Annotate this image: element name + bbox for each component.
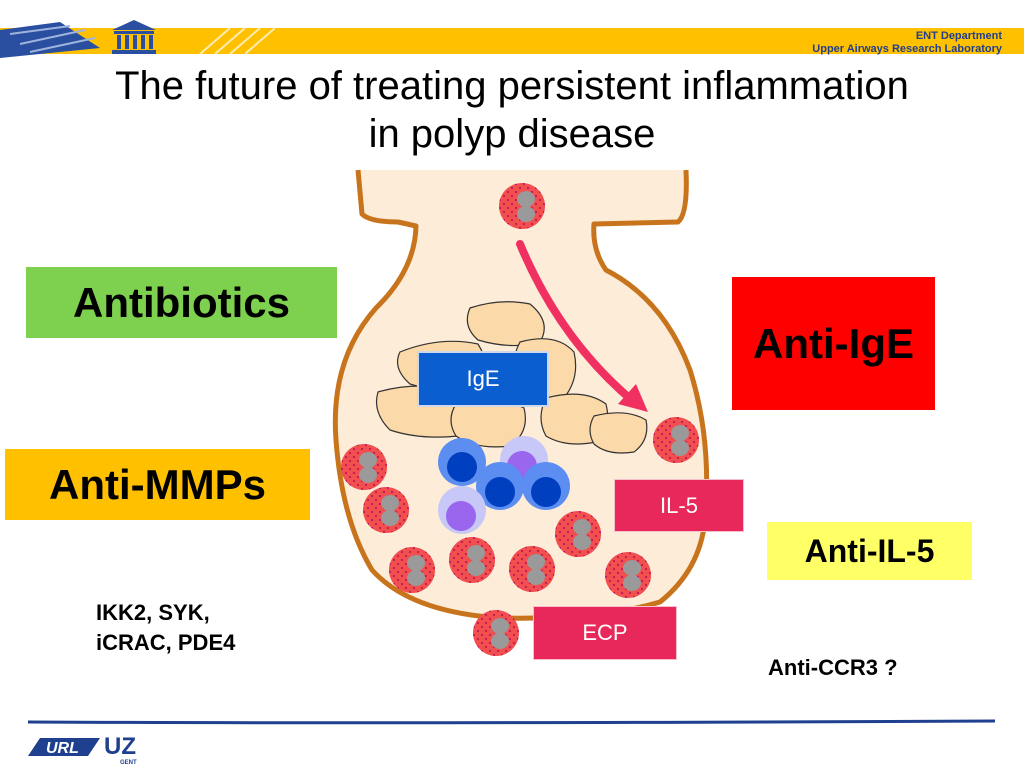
eosinophil	[449, 537, 495, 583]
uz-logo-text: UZ	[104, 733, 136, 760]
slide-title: The future of treating persistent inflam…	[40, 62, 984, 158]
footer: URL UZ GENT	[27, 719, 996, 766]
header-yellow-band	[0, 28, 1024, 54]
ecp-label: ECP	[533, 606, 677, 660]
url-logo-text: URL	[46, 740, 79, 757]
ige-label: IgE	[417, 351, 549, 407]
slide-title-line2: in polyp disease	[368, 112, 656, 156]
eosinophil	[473, 610, 519, 656]
il5-label: IL-5	[614, 479, 744, 532]
header-banner	[0, 20, 1024, 58]
eosinophil	[389, 547, 435, 593]
laboratory-name: Upper Airways Research Laboratory	[812, 43, 1002, 55]
anti-mmps-box: Anti-MMPs	[5, 449, 310, 520]
lymphocyte-cluster	[438, 436, 570, 534]
eosinophil	[509, 546, 555, 592]
eosinophil	[653, 417, 699, 463]
anti-ige-box: Anti-IgE	[732, 277, 935, 410]
anti-il5-box: Anti-IL-5	[767, 522, 972, 580]
gent-logo-text: GENT	[120, 760, 137, 766]
uz-gent-logo: UZ GENT	[104, 733, 137, 766]
header-hatch-pattern	[199, 27, 276, 55]
eosinophil	[605, 552, 651, 598]
eosinophil	[341, 444, 387, 490]
department-name: ENT Department	[915, 30, 1002, 42]
eosinophil	[555, 511, 601, 557]
small-molecule-inhibitors: IKK2, SYK, iCRAC, PDE4	[96, 598, 235, 658]
eosinophil	[363, 487, 409, 533]
antibiotics-box: Antibiotics	[26, 267, 337, 338]
header-blue-swoosh	[0, 22, 100, 58]
footer-divider	[27, 719, 996, 725]
eosinophil	[499, 183, 545, 229]
slide-title-line1: The future of treating persistent inflam…	[115, 64, 909, 108]
small-molecule-line1: IKK2, SYK,	[96, 600, 210, 625]
migration-arrow-icon	[516, 240, 648, 412]
small-molecule-line2: iCRAC, PDE4	[96, 630, 236, 655]
url-logo: URL	[28, 738, 100, 757]
university-building-icon	[112, 20, 156, 54]
anti-ccr3-text: Anti-CCR3 ?	[768, 655, 898, 680]
